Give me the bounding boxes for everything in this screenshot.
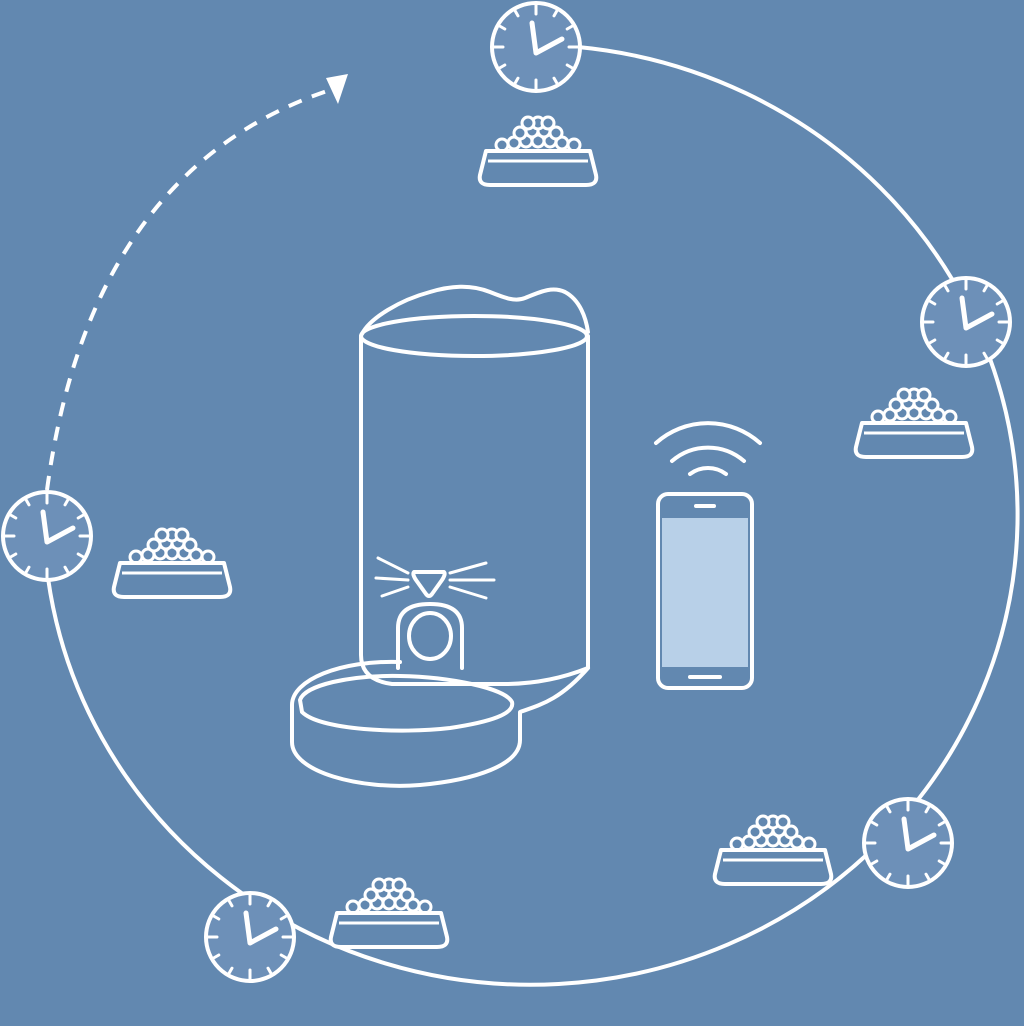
clock-icon [1, 490, 93, 582]
clock-icon [920, 276, 1012, 368]
feeder-dispenser-window [407, 611, 453, 661]
dashed-arrow-icon [45, 74, 348, 491]
phone-body [656, 492, 754, 690]
smartphone-icon [656, 492, 754, 690]
feeder-container [359, 334, 590, 686]
wifi-signal-icon [654, 421, 762, 476]
feeder-dispenser-opening [396, 602, 464, 670]
clock-icon [490, 1, 582, 93]
food-bowl-icon [712, 814, 834, 886]
cat-nose-icon [411, 570, 447, 598]
automatic-pet-feeder-icon [290, 284, 590, 788]
clock-icon [862, 797, 954, 889]
clock-icon [204, 891, 296, 983]
food-bowl-icon [477, 115, 599, 187]
food-bowl-icon [328, 877, 450, 949]
clock-group [1, 1, 1012, 983]
cat-whiskers [374, 556, 496, 600]
phone-screen [662, 518, 748, 667]
feeder-base-tray [290, 659, 590, 788]
food-bowl-group [111, 115, 975, 949]
food-bowl-icon [853, 387, 975, 459]
food-bowl-icon [111, 527, 233, 599]
feeder-food-heap [360, 284, 590, 336]
feeder-tray-inner [298, 673, 515, 733]
